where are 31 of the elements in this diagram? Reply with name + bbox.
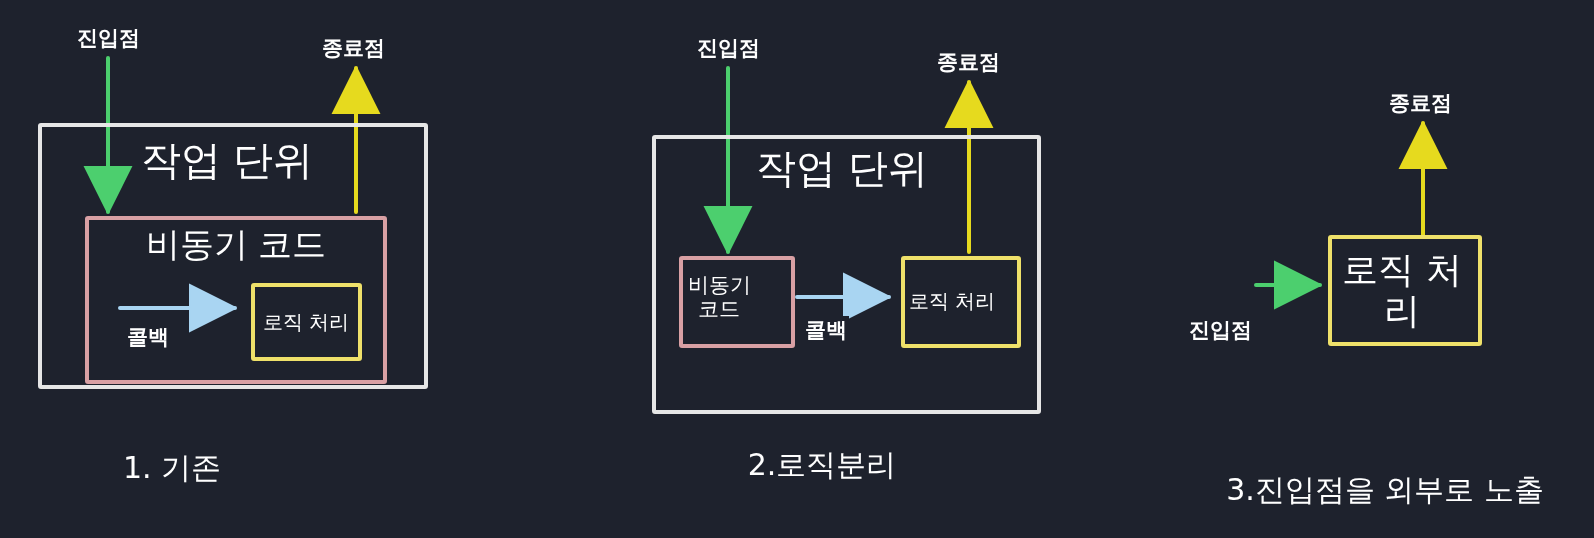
async-code-box [679, 256, 795, 348]
arrow [83, 56, 133, 214]
arrow [331, 66, 381, 214]
box-title: 비동기 코드 [686, 273, 752, 322]
caption: 3.진입점을 외부로 노출 [1226, 470, 1544, 509]
exit-label: 종료점 [323, 34, 383, 62]
box-title: 작업 단위 [140, 137, 314, 183]
box-title: 로직 처리 [263, 310, 350, 334]
exit-label: 종료점 [938, 48, 998, 76]
logic-box [251, 283, 362, 361]
caption: 1. 기존 [122, 448, 222, 487]
work-unit-box [652, 135, 1041, 414]
edge-label: 콜백 [803, 316, 849, 344]
arrow [1398, 121, 1448, 237]
logic-box [901, 256, 1021, 348]
entry-label: 진입점 [1190, 316, 1250, 344]
caption: 2.로직분리 [747, 445, 897, 484]
arrow [944, 80, 994, 254]
exit-label: 종료점 [1390, 89, 1450, 117]
arrow [703, 66, 753, 254]
async-code-box [85, 216, 387, 384]
entry-label: 진입점 [698, 34, 758, 62]
arrow [118, 283, 237, 333]
work-unit-box [38, 123, 428, 389]
box-title: 작업 단위 [755, 145, 929, 191]
entry-label: 진입점 [78, 24, 138, 52]
box-title: 로직 처리 [1341, 248, 1463, 332]
box-title: 비동기 코드 [145, 224, 327, 264]
logic-box [1328, 235, 1482, 346]
box-title: 로직 처리 [909, 289, 996, 313]
arrow [1254, 260, 1322, 310]
